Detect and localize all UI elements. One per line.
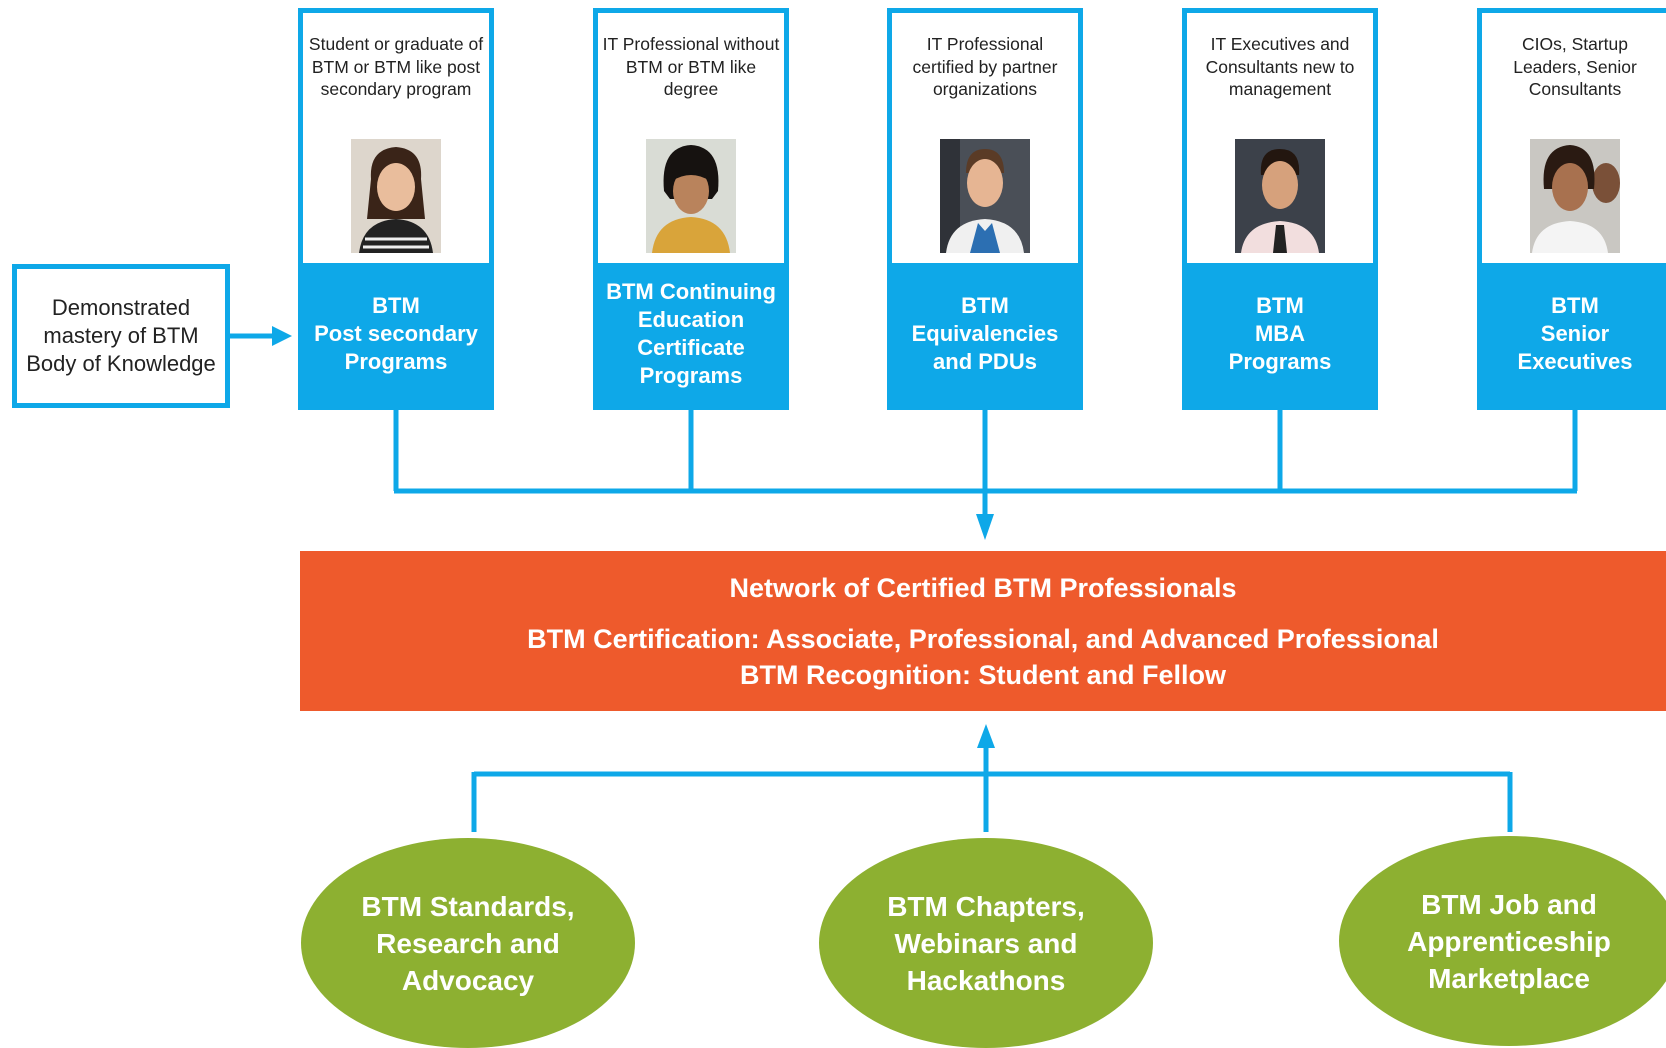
audience-text: CIOs, Startup Leaders, Senior Consultant… — [1513, 34, 1637, 99]
support-oval-chapters: BTM Chapters, Webinars and Hackathons — [819, 838, 1153, 1048]
program-label: BTM MBA Programs — [1228, 293, 1332, 374]
audience-text: IT Executives and Consultants new to man… — [1205, 34, 1355, 99]
support-oval-standards: BTM Standards, Research and Advocacy — [301, 838, 635, 1048]
program-column-post-secondary: Student or graduate of BTM or BTM like p… — [298, 8, 494, 410]
audience-text: Student or graduate of BTM or BTM like p… — [308, 34, 484, 99]
recognition-line: BTM Recognition: Student and Fellow — [740, 660, 1226, 690]
program-column-equivalencies: IT Professional certified by partner org… — [887, 8, 1083, 410]
support-oval-marketplace: BTM Job and Apprenticeship Marketplace — [1339, 836, 1666, 1046]
person-photo — [1530, 139, 1620, 253]
audience-text: IT Professional without BTM or BTM like … — [602, 34, 780, 99]
support-label: BTM Job and Apprenticeship Marketplace — [1407, 888, 1611, 994]
program-column-senior-executives: CIOs, Startup Leaders, Senior Consultant… — [1477, 8, 1666, 410]
certified-network-box: Network of Certified BTM Professionals B… — [300, 551, 1666, 711]
certification-line: BTM Certification: Associate, Profession… — [527, 624, 1439, 654]
person-photo — [646, 139, 736, 253]
down-arrowhead — [976, 514, 994, 540]
program-label: BTM Equivalencies and PDUs — [911, 293, 1059, 374]
program-column-continuing-education: IT Professional without BTM or BTM like … — [593, 8, 789, 410]
person-photo — [351, 139, 441, 253]
audience-text: IT Professional certified by partner org… — [912, 34, 1058, 99]
mastery-input-label: Demonstrated mastery of BTM Body of Know… — [26, 295, 216, 376]
support-label: BTM Chapters, Webinars and Hackathons — [887, 890, 1085, 996]
program-label: BTM Senior Executives — [1517, 293, 1633, 374]
program-label: BTM Post secondary Programs — [314, 293, 478, 374]
support-label: BTM Standards, Research and Advocacy — [361, 890, 575, 996]
program-column-mba: IT Executives and Consultants new to man… — [1182, 8, 1378, 410]
input-arrowhead — [272, 326, 292, 346]
network-title: Network of Certified BTM Professionals — [729, 573, 1237, 603]
person-photo — [1235, 139, 1325, 253]
up-arrowhead — [977, 724, 995, 748]
program-label: BTM Continuing Education Certificate Pro… — [606, 279, 776, 388]
person-photo — [940, 139, 1030, 253]
mastery-input-box: Demonstrated mastery of BTM Body of Know… — [12, 264, 230, 408]
